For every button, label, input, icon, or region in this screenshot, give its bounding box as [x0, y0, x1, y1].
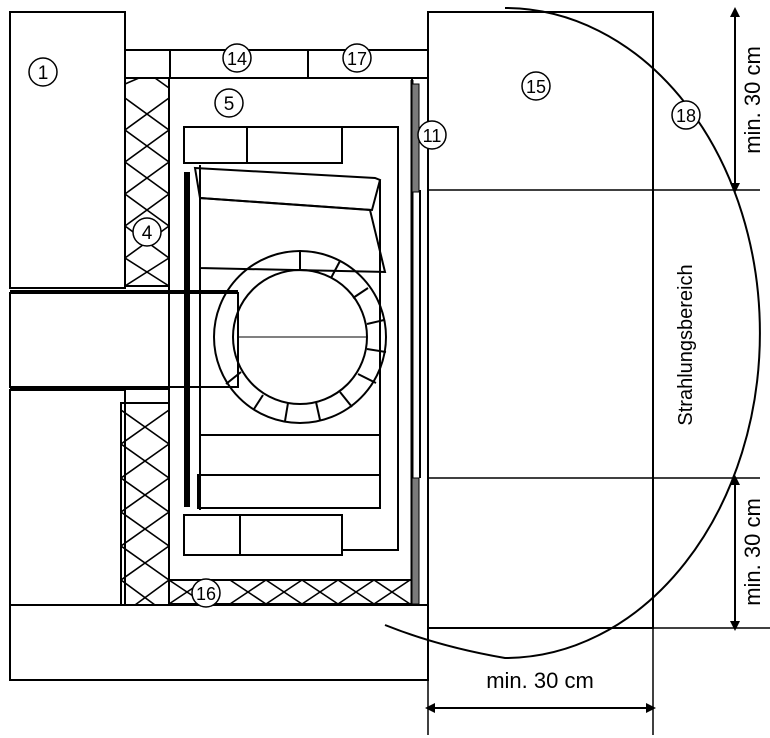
marker-17: 17 [342, 43, 372, 73]
dim-label-right-bottom: min. 30 cm [740, 498, 765, 606]
left-wall-upper [9, 11, 126, 289]
marker-15: 15 [521, 71, 551, 101]
inner-brick-bottom-2 [239, 514, 343, 556]
marker-4: 4 [132, 217, 162, 247]
hatch-left-lower [120, 409, 170, 606]
svg-text:16: 16 [196, 584, 216, 604]
dim-label-bottom: min. 30 cm [486, 668, 594, 693]
floor-slab [9, 604, 429, 681]
firebox-slab-lower-2 [197, 474, 381, 509]
inner-right-wall [342, 126, 399, 551]
radiation-zone-box [427, 11, 654, 629]
stove-casing [168, 77, 413, 605]
hatch-bottom [168, 579, 411, 605]
door-plate-left [184, 172, 190, 507]
svg-text:5: 5 [224, 94, 235, 115]
marker-5: 5 [214, 88, 244, 118]
radiation-zone-label: Strahlungsbereich [675, 264, 697, 425]
svg-text:17: 17 [347, 49, 367, 69]
insulation-left-upper [124, 77, 170, 287]
svg-text:4: 4 [142, 223, 153, 244]
panel-11-lower [411, 477, 420, 605]
svg-text:11: 11 [423, 126, 442, 146]
marker-14: 14 [222, 43, 252, 73]
inner-brick-top-2 [246, 126, 343, 164]
inner-brick-top-1 [183, 126, 248, 164]
hatch-left-upper [124, 77, 170, 287]
dim-label-right-top: min. 30 cm [740, 46, 765, 154]
marker-16: 16 [191, 578, 221, 608]
svg-text:15: 15 [526, 77, 546, 97]
marker-11: 11 [417, 120, 447, 150]
svg-text:18: 18 [676, 106, 696, 126]
marker-18: 18 [671, 100, 701, 130]
marker-1: 1 [28, 57, 58, 87]
svg-text:14: 14 [227, 49, 247, 69]
top-brick-1 [124, 49, 171, 79]
chamber-segments [225, 251, 387, 422]
svg-text:1: 1 [38, 63, 49, 84]
inner-brick-bottom-1 [183, 514, 241, 556]
left-wall-lower [9, 389, 126, 606]
firebox-slab-lower [199, 434, 381, 476]
firebox-slab-upper-2 [199, 196, 387, 274]
flue-pipe [9, 292, 239, 388]
radiation-arc [384, 7, 761, 660]
